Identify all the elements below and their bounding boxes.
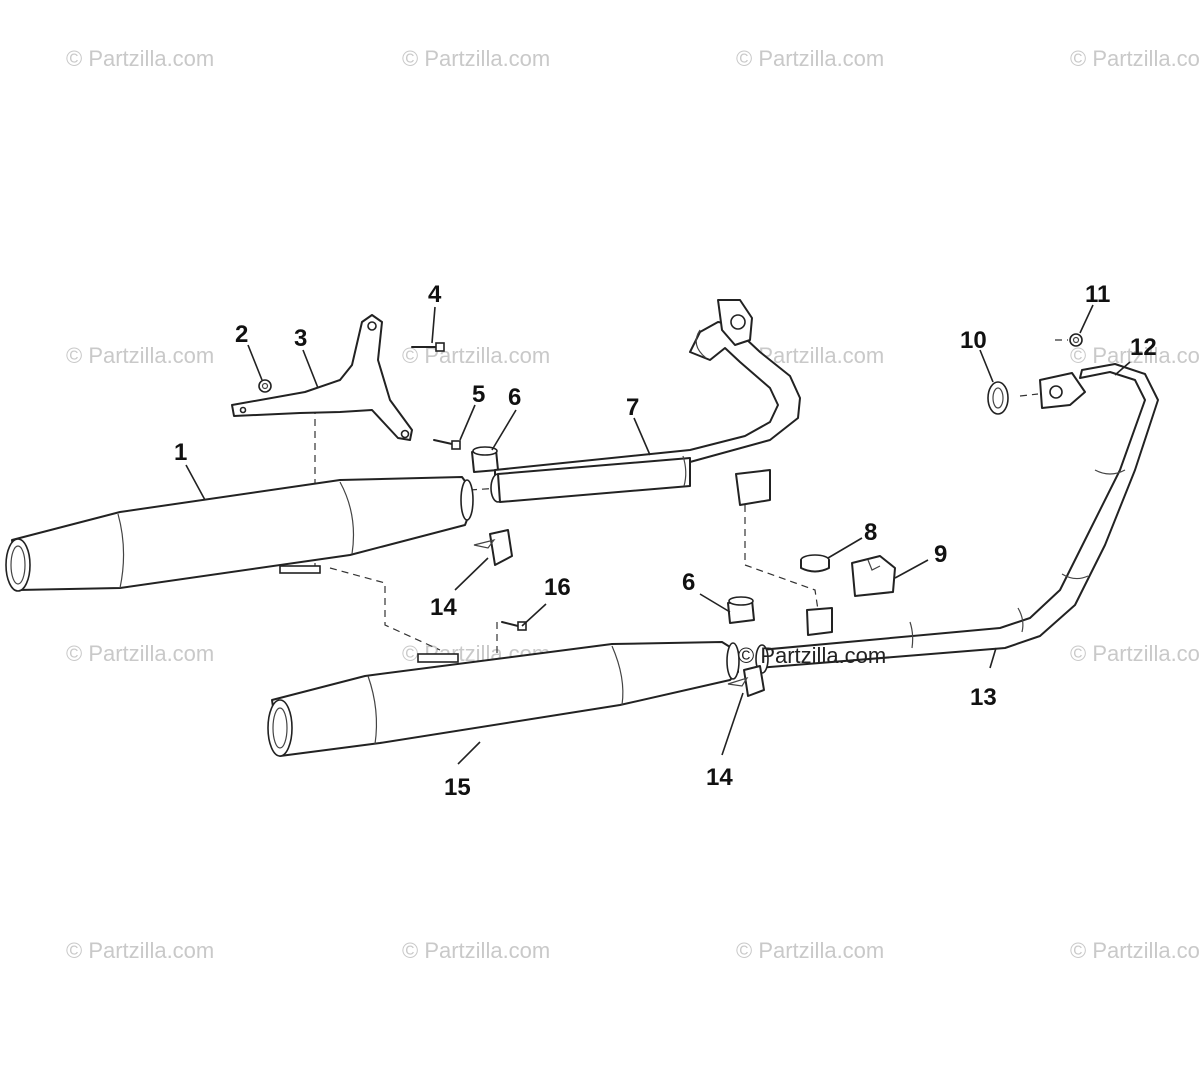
exhaust-gasket bbox=[987, 381, 1009, 415]
bolt-upper bbox=[411, 342, 445, 352]
callouts: 1 2 3 4 5 6 7 8 9 10 11 12 13 14 14 15 1… bbox=[174, 281, 1157, 801]
leader-lines bbox=[185, 304, 1131, 765]
watermark: © Partzilla.com bbox=[402, 938, 550, 963]
gasket-ring bbox=[800, 554, 830, 573]
nut bbox=[258, 379, 272, 393]
callout-13: 13 bbox=[970, 684, 997, 711]
callout-5: 5 bbox=[472, 381, 485, 408]
callout-12: 12 bbox=[1130, 334, 1157, 361]
callout-7: 7 bbox=[626, 394, 639, 421]
watermark: © Partzilla.com bbox=[66, 938, 214, 963]
callout-9: 9 bbox=[934, 541, 947, 568]
upper-muffler bbox=[5, 476, 474, 592]
callout-6-lower: 6 bbox=[682, 569, 695, 596]
lower-head-pipe bbox=[755, 363, 1159, 674]
callout-6-upper: 6 bbox=[508, 384, 521, 411]
upper-head-pipe bbox=[490, 299, 801, 506]
bolt-lower bbox=[433, 439, 461, 450]
watermark-layer: © Partzilla.com © Partzilla.com © Partzi… bbox=[66, 46, 1200, 963]
watermark: © Partzilla.com bbox=[402, 46, 550, 71]
watermark: © Partzilla.com bbox=[736, 938, 884, 963]
watermark: © Partzilla.com bbox=[1070, 343, 1200, 368]
clamp-lower-muffler bbox=[727, 665, 765, 697]
callout-14-lower: 14 bbox=[706, 764, 733, 791]
callout-11: 11 bbox=[1085, 281, 1110, 308]
sleeve-lower bbox=[727, 596, 755, 624]
callout-16: 16 bbox=[544, 574, 571, 601]
clamp-upper-joint bbox=[851, 555, 896, 597]
watermark: © Partzilla.com bbox=[1070, 641, 1200, 666]
sleeve-upper bbox=[471, 446, 499, 473]
callout-8: 8 bbox=[864, 519, 877, 546]
callout-15: 15 bbox=[444, 774, 471, 801]
callout-10: 10 bbox=[960, 327, 987, 354]
mounting-bracket bbox=[231, 314, 413, 441]
watermark: © Partzilla.com bbox=[736, 46, 884, 71]
flange-nut bbox=[1069, 333, 1083, 347]
watermark: © Partzilla.com bbox=[66, 46, 214, 71]
inline-watermark: © Partzilla.com bbox=[738, 643, 886, 668]
callout-2: 2 bbox=[235, 321, 248, 348]
watermark: © Partzilla.com bbox=[66, 641, 214, 666]
callout-14-upper: 14 bbox=[430, 594, 457, 621]
clamp-upper-muffler bbox=[473, 529, 513, 566]
callout-4: 4 bbox=[428, 281, 442, 308]
callout-1: 1 bbox=[174, 439, 187, 466]
watermark: © Partzilla.com bbox=[66, 343, 214, 368]
watermark: © Partzilla.com bbox=[1070, 938, 1200, 963]
callout-3: 3 bbox=[294, 325, 307, 352]
watermark: © Partzilla.com bbox=[1070, 46, 1200, 71]
lower-muffler bbox=[267, 641, 740, 757]
